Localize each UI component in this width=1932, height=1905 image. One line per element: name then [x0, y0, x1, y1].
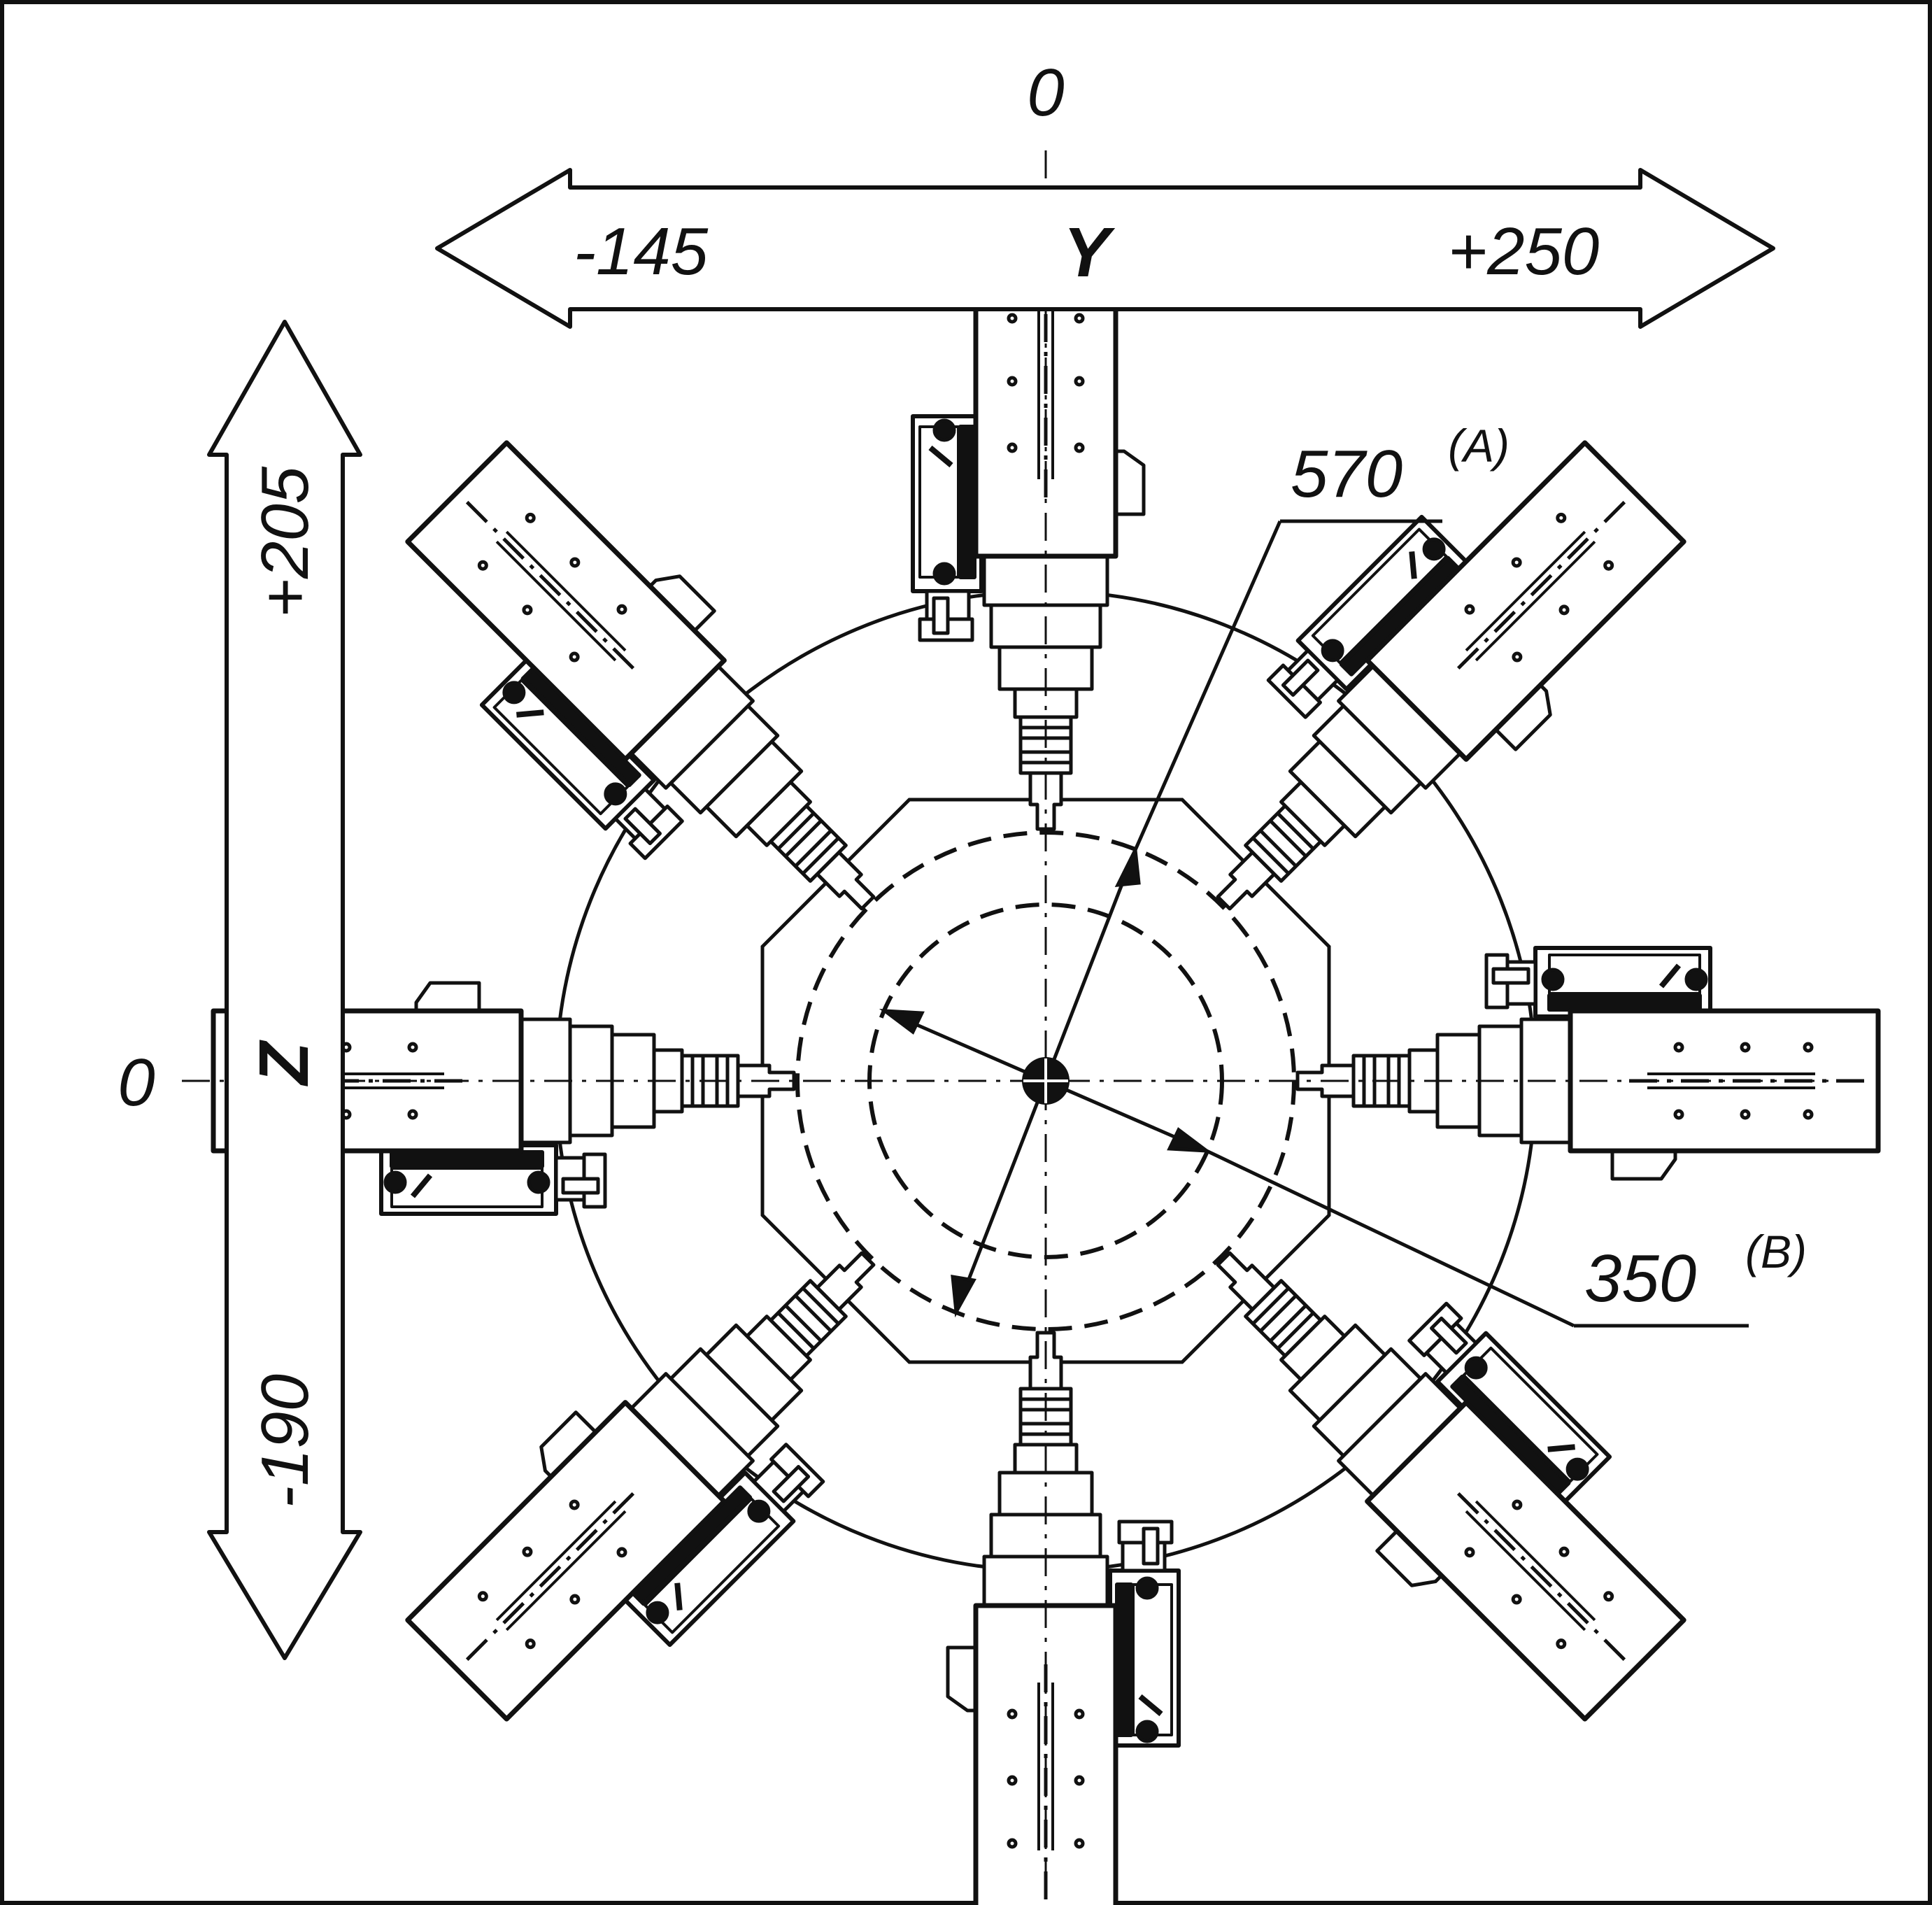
y-min-label: -145 — [574, 214, 709, 289]
z-zero-label: 0 — [118, 1045, 155, 1120]
y-max-label: +250 — [1448, 214, 1599, 289]
z-max-label: +205 — [248, 466, 322, 618]
dimension-570-value: 570 — [1291, 437, 1402, 511]
y-axis-name: Y — [1063, 213, 1116, 292]
dimension-350-value: 350 — [1584, 1241, 1696, 1316]
dimension-350-line — [879, 1009, 1749, 1328]
z-axis-name: Z — [245, 1040, 323, 1087]
z-min-label: -190 — [248, 1374, 322, 1508]
y-axis-arrow — [435, 168, 1775, 329]
center-lines — [182, 150, 1857, 1889]
dimension-570-note: (A) — [1448, 420, 1510, 472]
z-axis-arrow — [207, 320, 362, 1660]
dimension-350-note: (B) — [1745, 1226, 1807, 1277]
y-zero-label: 0 — [1027, 55, 1064, 130]
